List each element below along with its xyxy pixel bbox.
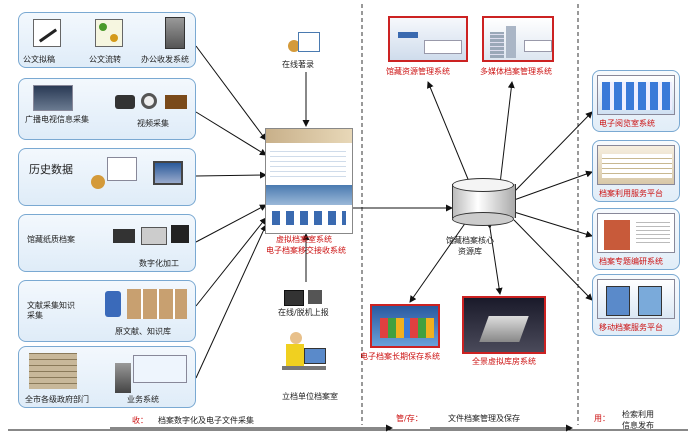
camera-icon	[115, 95, 135, 109]
compilation-screenshot	[597, 213, 675, 253]
group-literature: 文献采集知识采集 原文献、知识库	[18, 280, 196, 342]
offline-media-icon	[308, 290, 322, 304]
server-icon	[165, 17, 185, 49]
e-reading-screenshot	[597, 75, 675, 115]
data-window-icon	[107, 157, 137, 181]
group-compilation: 档案专题编研系统	[592, 208, 680, 270]
panorama-storage-screenshot	[462, 296, 546, 354]
group-mobile: 移动档案服务平台	[592, 274, 680, 336]
label-compilation: 档案专题编研系统	[599, 257, 663, 266]
users-icon	[91, 175, 105, 189]
computer-icon	[153, 161, 183, 185]
group-office-docs: 公文拟稿 公文流转 办公收发系统	[18, 12, 196, 68]
label-government: 全市各级政府部门	[25, 395, 89, 404]
group-government: 全市各级政府部门 业务系统	[18, 346, 196, 408]
business-system-screen	[133, 355, 187, 383]
document-draft-icon	[33, 19, 61, 47]
label-collection-mgmt: 馆藏资源管理系统	[386, 67, 450, 76]
label-upload: 在线/脱机上报	[278, 308, 329, 317]
label-long-term-preservation: 电子档案长期保存系统	[360, 352, 440, 361]
multimedia-mgmt-screenshot	[482, 16, 554, 62]
capture-card-icon	[165, 95, 187, 109]
group-broadcast: 广播电视信息采集 视频采集	[18, 78, 196, 140]
scanner-icon	[113, 229, 135, 243]
film-reel-icon	[141, 93, 157, 109]
literature-thumbnails-icon	[127, 289, 187, 319]
label-unit-archive: 立档单位档案室	[282, 392, 338, 401]
core-database-icon	[452, 178, 516, 226]
collection-mgmt-screenshot	[388, 16, 468, 62]
group-utilization: 档案利用服务平台	[592, 140, 680, 202]
book-scanner-icon	[171, 225, 189, 243]
label-e-reading: 电子阅览室系统	[599, 119, 655, 128]
group-e-reading: 电子阅览室系统	[592, 70, 680, 132]
label-business-system: 业务系统	[127, 395, 159, 404]
tv-icon	[33, 85, 73, 111]
label-transfer-system: 电子档案移交接收系统	[266, 246, 346, 255]
virtual-archive-screenshot	[265, 128, 353, 234]
worker-icon	[105, 291, 121, 317]
label-office-system: 办公收发系统	[141, 55, 189, 64]
label-core-line1: 馆藏档案核心	[446, 236, 494, 245]
label-panorama-storage: 全景虚拟库房系统	[472, 357, 536, 366]
label-multimedia-mgmt: 多媒体档案管理系统	[480, 67, 552, 76]
online-record-icon	[288, 32, 320, 58]
utilization-screenshot	[597, 145, 675, 185]
server-tower-icon	[115, 363, 131, 393]
label-knowledge-base: 原文献、知识库	[115, 327, 171, 336]
label-core-line2: 资源库	[458, 247, 482, 256]
label-utilization: 档案利用服务平台	[599, 189, 663, 198]
group-paper-archive: 馆藏纸质档案 数字化加工	[18, 214, 196, 272]
label-digitization: 数字化加工	[139, 259, 179, 268]
label-circulation: 公文流转	[89, 55, 121, 64]
label-mobile: 移动档案服务平台	[599, 323, 663, 332]
group-historical: 历史数据	[18, 148, 196, 206]
label-broadcast: 广播电视信息采集	[25, 115, 89, 124]
buildings-icon	[29, 353, 77, 389]
footer-use-line2: 信息发布	[622, 421, 654, 430]
mobile-screenshot	[597, 279, 675, 319]
label-paper-archive: 馆藏纸质档案	[27, 235, 75, 244]
label-history-data: 历史数据	[29, 163, 73, 176]
label-online-record: 在线著录	[282, 60, 314, 69]
footer-collect-text: 档案数字化及电子文件采集	[158, 416, 254, 425]
footer-manage-tag: 管/存：	[396, 414, 423, 423]
online-device-icon	[284, 290, 304, 306]
long-term-preservation-screenshot	[370, 304, 440, 348]
footer-collect-tag-text: 收：	[132, 416, 148, 425]
label-video-capture: 视频采集	[137, 119, 169, 128]
footer-use-tag: 用：	[594, 414, 610, 423]
label-virtual-archive-system: 虚拟档案室系统	[276, 235, 332, 244]
printer-icon	[141, 227, 167, 245]
footer-use-line1: 检索利用	[622, 410, 654, 419]
footer-manage-text: 文件档案管理及保存	[448, 414, 520, 423]
footer-collect-tag: 收：	[132, 416, 148, 426]
label-literature: 文献采集知识采集	[27, 301, 75, 320]
archive-worker-icon	[282, 332, 326, 384]
workflow-icon	[95, 19, 123, 47]
label-draft: 公文拟稿	[23, 55, 55, 64]
